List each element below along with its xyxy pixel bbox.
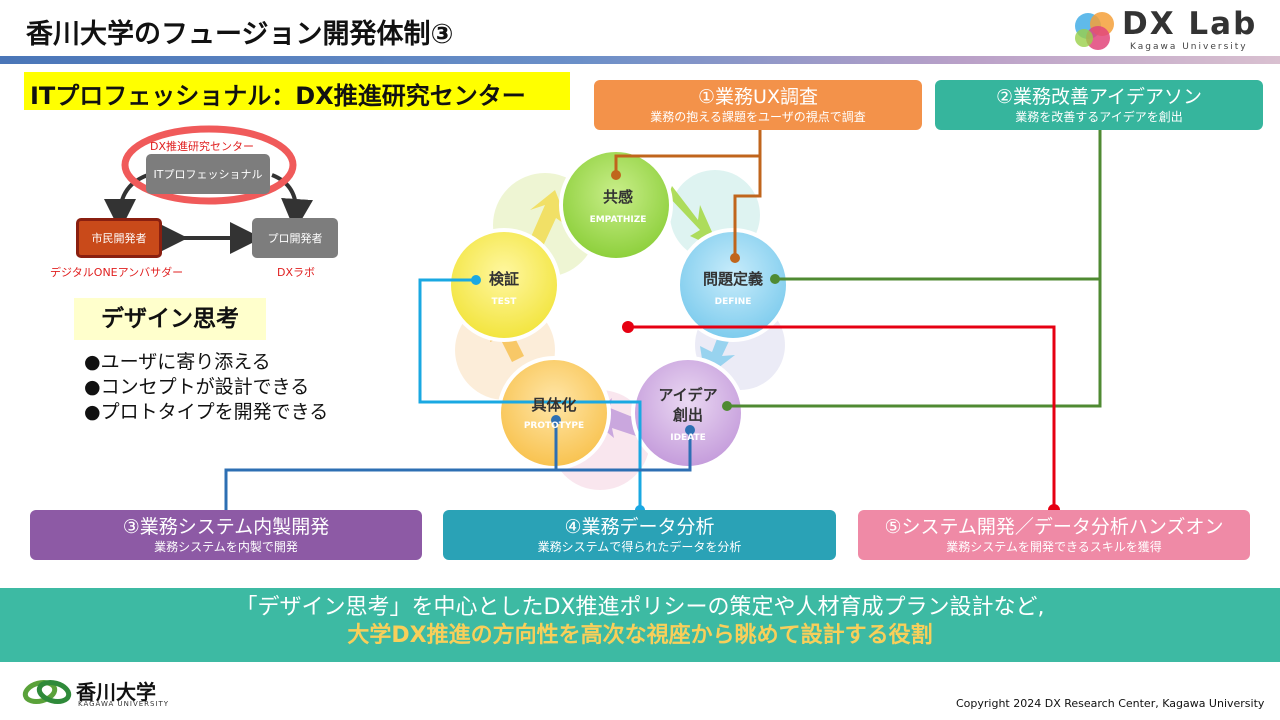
ideate-label-2: 創出 xyxy=(672,406,703,424)
bullet-item: ●ユーザに寄り添える xyxy=(84,351,271,373)
task-title: ③業務システム内製開発 xyxy=(122,516,330,538)
flow-arrow-empathize-define xyxy=(668,186,720,250)
dx-center-label: DX推進研究センター xyxy=(150,140,255,153)
task-subtitle: 業務システムを開発できるスキルを獲得 xyxy=(946,540,1162,554)
task-subtitle: 業務システムを内製で開発 xyxy=(154,540,298,554)
connector-t1-empathize xyxy=(614,128,762,175)
ideate-en-label: IDEATE xyxy=(670,433,706,443)
it-professional-banner: ITプロフェッショナル：DX推進研究センター xyxy=(24,72,570,110)
task-title: ②業務改善アイデアソン xyxy=(995,86,1203,108)
task-ux-research: ①業務UX調査 業務の抱える課題をユーザの視点で調査 xyxy=(594,80,922,130)
empathize-circle xyxy=(559,148,673,262)
logo-text: DX Lab xyxy=(1122,6,1258,42)
task-inhouse-dev: ③業務システム内製開発 業務システムを内製で開発 xyxy=(30,510,422,560)
empathize-label: 共感 xyxy=(603,188,633,206)
bullet-item: ●コンセプトが設計できる xyxy=(84,376,310,398)
task-data-analysis: ④業務データ分析 業務システムで得られたデータを分析 xyxy=(443,510,836,560)
prototype-en-label: PROTOTYPE xyxy=(524,421,584,431)
connector-t2-ideate xyxy=(727,279,1102,408)
ideate-label-1: アイデア xyxy=(658,386,717,404)
university-name: 香川大学 xyxy=(76,680,156,704)
design-thinking-title: デザイン思考 xyxy=(74,298,266,340)
ideate-circle xyxy=(631,356,745,470)
prototype-circle xyxy=(497,356,611,470)
summary-line-2: 大学DX推進の方向性を高次な視座から眺めて設計する役割 xyxy=(347,623,933,648)
empathize-en-label: EMPATHIZE xyxy=(590,215,647,225)
task-title: ①業務UX調査 xyxy=(698,86,818,108)
kagawa-university-logo-icon xyxy=(22,679,72,705)
task-title: ⑤システム開発／データ分析ハンズオン xyxy=(884,516,1224,538)
title-underline xyxy=(0,56,1280,64)
ambassador-label: デジタルONEアンバサダー xyxy=(50,266,184,279)
task-subtitle: 業務システムで得られたデータを分析 xyxy=(537,540,742,554)
connector-t3-prototype xyxy=(224,420,558,510)
task-hands-on: ⑤システム開発／データ分析ハンズオン 業務システムを開発できるスキルを獲得 xyxy=(858,510,1250,560)
pro-developer-node: プロ開発者 xyxy=(252,218,338,258)
define-en-label: DEFINE xyxy=(715,297,752,307)
connector-t4-test xyxy=(418,278,642,510)
copyright-text: Copyright 2024 DX Research Center, Kagaw… xyxy=(956,697,1265,710)
dx-lab-label: DXラボ xyxy=(277,266,316,279)
connector-t1-define xyxy=(733,156,762,258)
it-pro-node: ITプロフェッショナル xyxy=(146,154,270,194)
dx-lab-logo-icon xyxy=(1075,12,1114,50)
page-title: 香川大学のフュージョン開発体制③ xyxy=(26,19,454,50)
university-name-en: KAGAWA UNIVERSITY xyxy=(78,700,170,708)
connector-t3-ideate xyxy=(556,430,692,472)
design-thinking-bullets: ●ユーザに寄り添える ●コンセプトが設計できる ●プロトタイプを開発できる xyxy=(84,350,328,425)
org-diagram-arrows xyxy=(104,125,314,254)
citizen-developer-node: 市民開発者 xyxy=(76,218,162,258)
summary-line-1: 「デザイン思考」を中心としたDX推進ポリシーの策定や人材育成プラン設計など, xyxy=(235,595,1045,620)
connector-t2-define xyxy=(775,128,1102,281)
summary-band: 「デザイン思考」を中心としたDX推進ポリシーの策定や人材育成プラン設計など, 大… xyxy=(0,588,1280,662)
task-subtitle: 業務を改善するアイデアを創出 xyxy=(1015,110,1183,124)
task-subtitle: 業務の抱える課題をユーザの視点で調査 xyxy=(650,110,866,124)
logo-subtext: Kagawa University xyxy=(1130,42,1248,52)
prototype-label: 具体化 xyxy=(531,396,576,414)
test-en-label: TEST xyxy=(492,297,518,307)
test-circle xyxy=(447,228,561,342)
define-circle xyxy=(676,228,790,342)
test-label: 検証 xyxy=(489,270,519,288)
task-title: ④業務データ分析 xyxy=(564,516,715,538)
bullet-item: ●プロトタイプを開発できる xyxy=(84,401,329,423)
define-label: 問題定義 xyxy=(703,270,763,288)
task-ideathon: ②業務改善アイデアソン 業務を改善するアイデアを創出 xyxy=(935,80,1263,130)
connector-t5-center xyxy=(628,325,1056,510)
